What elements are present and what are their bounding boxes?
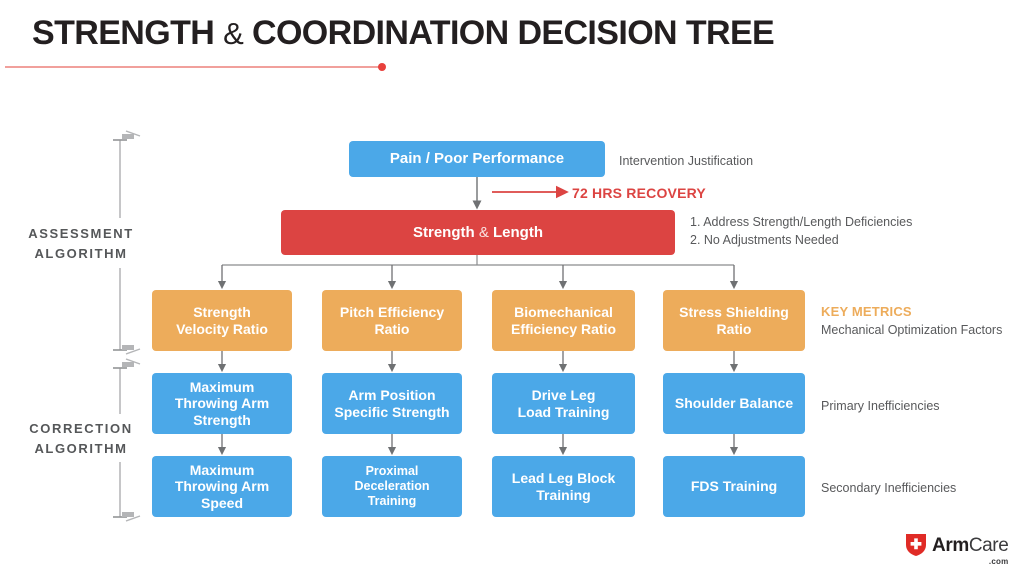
primary-1-line1: Arm Position: [348, 386, 436, 403]
node-secondary-lead-leg-block-training[interactable]: Lead Leg Block Training: [492, 456, 635, 517]
primary-0-line3: Strength: [193, 411, 251, 428]
secondary-2-line2: Training: [536, 486, 591, 503]
metric-0-line2: Velocity Ratio: [176, 320, 268, 337]
metric-0-line1: Strength: [193, 303, 251, 320]
node-metric-strength-velocity-ratio[interactable]: Strength Velocity Ratio: [152, 290, 292, 351]
primary-2-line2: Load Training: [517, 403, 610, 420]
node-pain-poor-performance[interactable]: Pain / Poor Performance: [349, 141, 605, 177]
annotation-secondary-inefficiencies: Secondary Inefficiencies: [821, 481, 957, 495]
armcare-logo[interactable]: ArmCare .com: [905, 533, 1009, 566]
primary-0-line2: Throwing Arm: [174, 395, 270, 412]
node-metric-pitch-efficiency-ratio[interactable]: Pitch Efficiency Ratio: [322, 290, 462, 351]
annotation-strength-length-item-1: 1. Address Strength/Length Deficiencies: [690, 215, 913, 229]
armcare-wordmark-dotcom: .com: [988, 556, 1009, 566]
metric-1-line2: Ratio: [374, 320, 410, 337]
title-rule-end-dot: [378, 63, 386, 71]
armcare-wordmark-arm: Arm: [932, 534, 969, 556]
primary-1-line2: Specific Strength: [334, 403, 450, 420]
group-label-assessment-line2: ALGORITHM: [34, 245, 128, 261]
node-strength-and-length-part1: Strength: [412, 223, 475, 241]
secondary-0-line3: Speed: [200, 494, 243, 511]
annotation-strength-length-list: 1. Address Strength/Length Deficiencies …: [690, 213, 912, 249]
annotation-strength-length-item-2: 2. No Adjustments Needed: [690, 233, 839, 248]
metric-2-line1: Biomechanical: [514, 303, 613, 320]
group-label-correction: CORRECTION ALGORITHM: [6, 419, 156, 458]
page-title-part2: COORDINATION DECISION TREE: [252, 14, 775, 52]
node-primary-arm-position-specific-strength[interactable]: Arm Position Specific Strength: [322, 373, 462, 434]
node-primary-shoulder-balance[interactable]: Shoulder Balance: [663, 373, 805, 434]
page-title: STRENGTH & COORDINATION DECISION TREE: [32, 14, 775, 53]
primary-3-line1: Shoulder Balance: [674, 395, 794, 412]
page-title-ampersand: &: [223, 16, 244, 51]
secondary-0-line1: Maximum: [189, 461, 255, 478]
metric-3-line2: Ratio: [716, 320, 752, 337]
metric-2-line2: Efficiency Ratio: [510, 320, 617, 337]
node-secondary-maximum-throwing-arm-speed[interactable]: Maximum Throwing Arm Speed: [152, 456, 292, 517]
annotation-key-metrics-title: KEY METRICS: [821, 304, 912, 319]
group-label-assessment-line1: ASSESSMENT: [28, 226, 134, 241]
node-pain-poor-performance-label: Pain / Poor Performance: [389, 150, 565, 168]
metric-3-line1: Stress Shielding: [679, 303, 789, 320]
secondary-3-line1: FDS Training: [690, 478, 778, 495]
page-title-part1: STRENGTH: [32, 14, 215, 52]
group-label-assessment: ASSESSMENT ALGORITHM: [6, 224, 156, 263]
title-underline-rule: [5, 66, 381, 68]
secondary-0-line2: Throwing Arm: [174, 478, 270, 495]
secondary-1-line1: Proximal Deceleration: [354, 464, 430, 494]
armcare-wordmark-care: Care: [968, 534, 1009, 556]
annotation-primary-inefficiencies: Primary Inefficiencies: [821, 399, 940, 413]
node-secondary-proximal-deceleration-training[interactable]: Proximal Deceleration Training: [322, 456, 462, 517]
node-primary-drive-leg-load-training[interactable]: Drive Leg Load Training: [492, 373, 635, 434]
node-strength-and-length-part2: Length: [493, 223, 544, 241]
node-primary-maximum-throwing-arm-strength[interactable]: Maximum Throwing Arm Strength: [152, 373, 292, 434]
group-label-correction-line2: ALGORITHM: [34, 440, 128, 456]
node-secondary-fds-training[interactable]: FDS Training: [663, 456, 805, 517]
node-strength-and-length-ampersand: &: [478, 223, 489, 241]
annotation-72-hrs-recovery: 72 HRS RECOVERY: [572, 185, 706, 201]
group-label-correction-line1: CORRECTION: [29, 421, 133, 436]
node-metric-biomechanical-efficiency-ratio[interactable]: Biomechanical Efficiency Ratio: [492, 290, 635, 351]
node-metric-stress-shielding-ratio[interactable]: Stress Shielding Ratio: [663, 290, 805, 351]
primary-0-line1: Maximum: [189, 378, 255, 395]
node-strength-and-length[interactable]: Strength & Length: [281, 210, 675, 255]
annotation-key-metrics-subtitle: Mechanical Optimization Factors: [821, 323, 1003, 337]
armcare-wordmark: ArmCare .com: [932, 534, 1009, 566]
secondary-2-line1: Lead Leg Block: [511, 469, 616, 486]
annotation-intervention-justification: Intervention Justification: [619, 154, 754, 168]
primary-2-line1: Drive Leg: [531, 386, 596, 403]
shield-cross-icon: [905, 533, 927, 557]
secondary-1-line2: Training: [367, 493, 417, 508]
metric-1-line1: Pitch Efficiency: [339, 303, 445, 320]
